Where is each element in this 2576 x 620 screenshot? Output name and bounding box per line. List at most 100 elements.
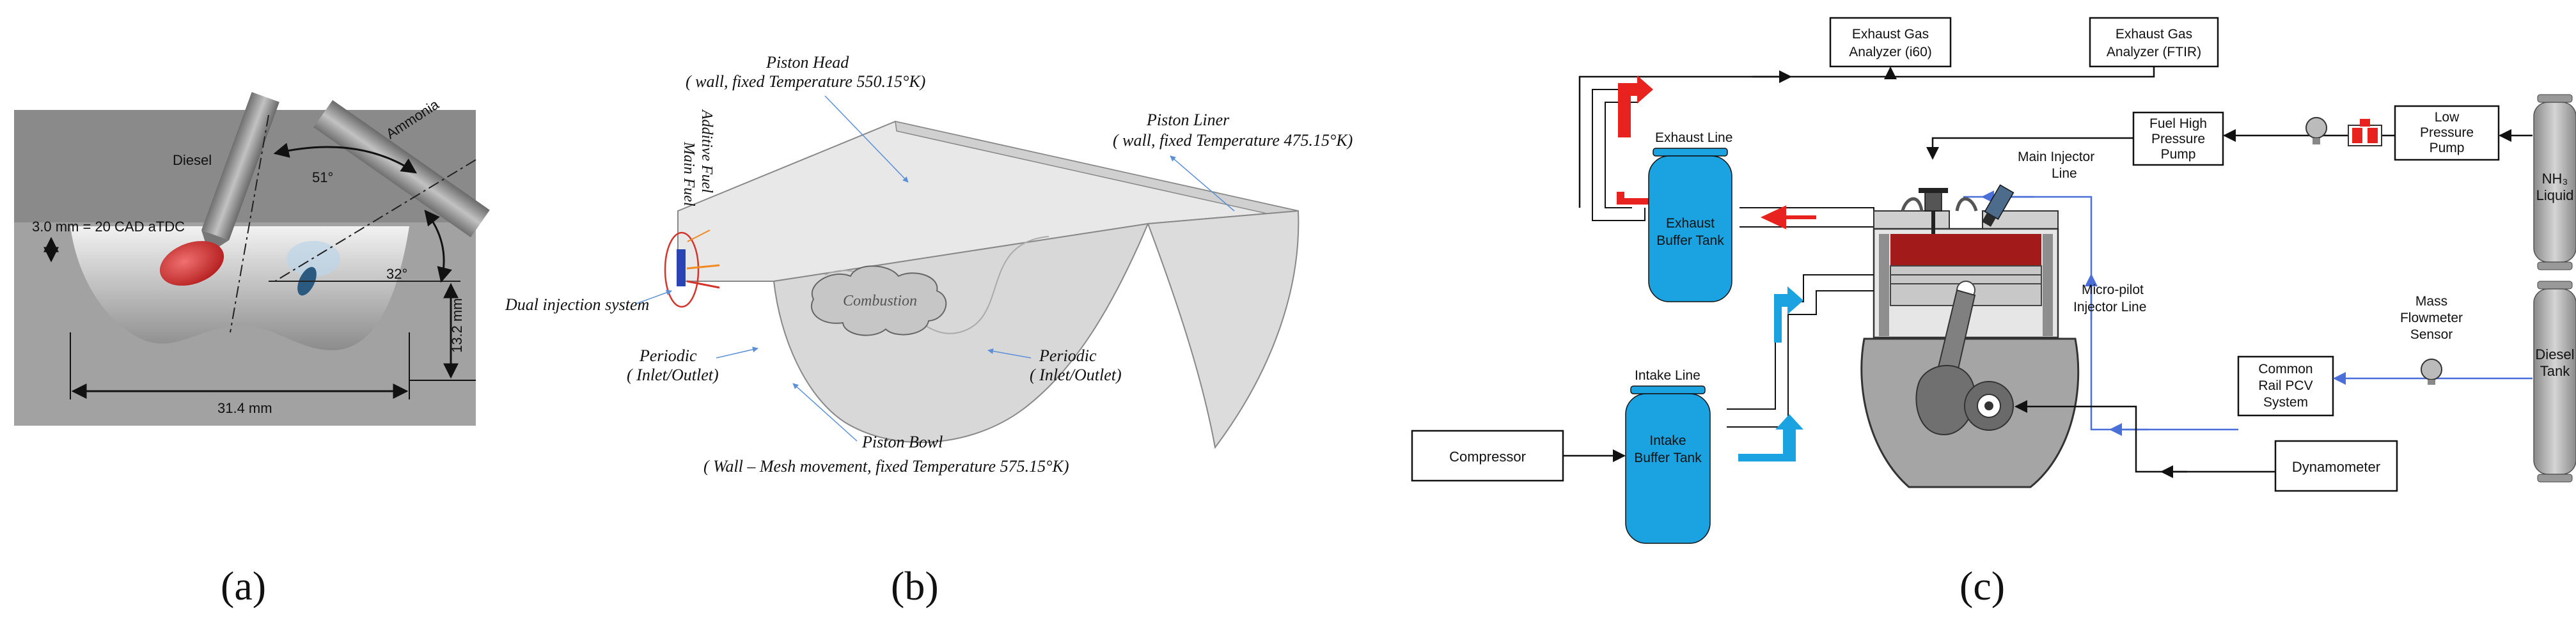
periodic-right-title: Periodic	[1039, 346, 1097, 365]
piston-liner-surface	[1147, 210, 1300, 449]
piston-head-title: Piston Head	[766, 53, 849, 72]
intake-flow-arrow-top	[1774, 286, 1803, 343]
analyzer-ftir-line1: Exhaust Gas	[2116, 27, 2192, 42]
main-fuel-ray	[686, 280, 720, 289]
mass-flowmeter-icon	[2421, 359, 2442, 385]
diesel-tank-line1: Diesel	[2535, 346, 2574, 362]
diesel-tank-line2: Tank	[2540, 363, 2570, 379]
engine-cross-section	[1860, 184, 2080, 488]
low-pressure-pump-box	[2394, 105, 2500, 161]
periodic-left-detail: ( Inlet/Outlet)	[627, 366, 719, 384]
piston-bowl-title: Piston Bowl	[861, 433, 943, 451]
nh3-liquid-tank	[2533, 94, 2576, 270]
exhaust-flow-arrow-manifold	[1760, 205, 1816, 229]
main-injector-line1: Main Injector	[2018, 150, 2094, 164]
combustion-cloud	[811, 265, 947, 336]
diesel-axis-line	[230, 114, 269, 333]
exhaust-duct-outer	[1592, 89, 1645, 221]
fuel-pump-line1: Fuel High	[2149, 116, 2207, 131]
periodic-left-title: Periodic	[639, 346, 697, 365]
mass-flowmeter-line3: Sensor	[2410, 327, 2453, 342]
main-injector-feed-line	[1926, 137, 2133, 160]
dynamometer-box	[2274, 440, 2398, 492]
intake-line-label: Intake Line	[1635, 368, 1700, 383]
exhaust-line-label: Exhaust Line	[1655, 130, 1732, 145]
nh3-tank-line2: Liquid	[2536, 187, 2574, 203]
angle-51-label: 51°	[312, 169, 333, 185]
common-rail-line2: Rail PCV	[2258, 378, 2313, 393]
pressure-gauge-icon	[2305, 117, 2327, 144]
angle-32-label: 32°	[386, 266, 407, 282]
ammonia-axis-line	[274, 159, 476, 282]
intake-buffer-tank	[1625, 385, 1711, 544]
piston-liner-leader	[1170, 155, 1235, 212]
intake-tank-line2: Buffer Tank	[1634, 451, 1702, 465]
fuel-high-pressure-pump-box	[2132, 111, 2224, 166]
main-injector-line2: Line	[2052, 166, 2077, 181]
offset-label: 3.0 mm = 20 CAD aTDC	[32, 219, 185, 235]
analyzer-i60-line1: Exhaust Gas	[1852, 27, 1929, 42]
analyzer-i60-box	[1829, 17, 1952, 68]
intake-tank-line1: Intake	[1649, 433, 1686, 448]
exhaust-sample-line	[1578, 66, 2155, 208]
panel-c: Exhaust Gas Analyzer (i60) Exhaust Gas A…	[1411, 17, 2576, 608]
additive-fuel-leader	[687, 229, 711, 242]
low-pump-line3: Pump	[2430, 141, 2465, 155]
piston-bowl-detail: ( Wall – Mesh movement, fixed Temperatur…	[703, 457, 1069, 476]
fuel-pump-line3: Pump	[2161, 147, 2196, 162]
dynamometer-label: Dynamometer	[2292, 459, 2380, 475]
panel-a: Diesel Ammonia 51° 32° 3.0 mm = 20 CAD a…	[14, 91, 490, 608]
exhaust-flow-arrow-bottom	[1617, 190, 1677, 212]
diesel-label: Diesel	[173, 152, 212, 168]
low-pump-line2: Pressure	[2420, 125, 2474, 140]
depth-label: 13.2 mm	[449, 298, 465, 353]
main-fuel-label: Main Fuel	[680, 141, 697, 206]
piston-head-leader	[824, 95, 909, 183]
common-rail-line1: Common	[2258, 362, 2313, 376]
analyzer-ftir-line2: Analyzer (FTIR)	[2107, 45, 2201, 59]
common-rail-box	[2237, 355, 2334, 417]
intake-duct-outer	[1727, 274, 1874, 410]
piston-liner-detail: ( wall, fixed Temperature 475.15°K)	[1113, 131, 1353, 150]
piston-bowl-leader	[792, 383, 858, 442]
mass-flowmeter-line1: Mass	[2415, 294, 2447, 309]
micro-pilot-line2: Injector Line	[2073, 300, 2146, 314]
intake-flow-arrow-bottom	[1738, 414, 1803, 461]
combustion-label: Combustion	[843, 293, 917, 309]
injector-nozzle	[677, 249, 686, 286]
angle-51-arc	[273, 143, 417, 174]
panel-b: Combustion Additive Fuel Main Fuel Pisto…	[505, 53, 1353, 608]
dual-injection-leader	[636, 290, 672, 304]
analyzer-i60-line2: Analyzer (i60)	[1849, 45, 1932, 59]
compressor-label: Compressor	[1449, 449, 1526, 465]
piston-liner-title: Piston Liner	[1146, 111, 1230, 129]
caption-b: (b)	[891, 563, 939, 608]
caption-a: (a)	[221, 563, 266, 608]
diesel-tank	[2533, 281, 2576, 483]
diesel-spray	[159, 241, 224, 286]
caption-c: (c)	[1959, 563, 2005, 608]
periodic-right-leader	[987, 348, 1032, 359]
dual-injection-ring	[664, 231, 700, 308]
dynamometer-shaft-line	[2014, 400, 2275, 473]
additive-fuel-ray	[686, 264, 720, 270]
periodic-left-leader	[716, 346, 758, 359]
low-pump-line1: Low	[2435, 110, 2460, 125]
angle-32-arc	[424, 210, 452, 283]
intake-duct-inner	[1727, 290, 1874, 428]
exhaust-tank-line1: Exhaust	[1666, 216, 1715, 231]
dual-injection-label: Dual injection system	[505, 295, 649, 314]
micro-pilot-line1: Micro-pilot	[2082, 283, 2144, 297]
exhaust-buffer-tank	[1648, 148, 1732, 302]
nh3-tank-line1: NH₃	[2542, 171, 2568, 187]
fuel-pump-line2: Pressure	[2151, 132, 2205, 146]
valve-icon	[2348, 119, 2382, 146]
additive-fuel-label: Additive Fuel	[698, 109, 715, 193]
common-rail-line3: System	[2263, 395, 2308, 410]
piston-head-detail: ( wall, fixed Temperature 550.15°K)	[686, 72, 925, 91]
exhaust-flow-arrow-top	[1618, 75, 1653, 137]
periodic-right-detail: ( Inlet/Outlet)	[1030, 366, 1122, 384]
exhaust-tank-line2: Buffer Tank	[1656, 233, 1724, 248]
width-label: 31.4 mm	[217, 400, 272, 416]
